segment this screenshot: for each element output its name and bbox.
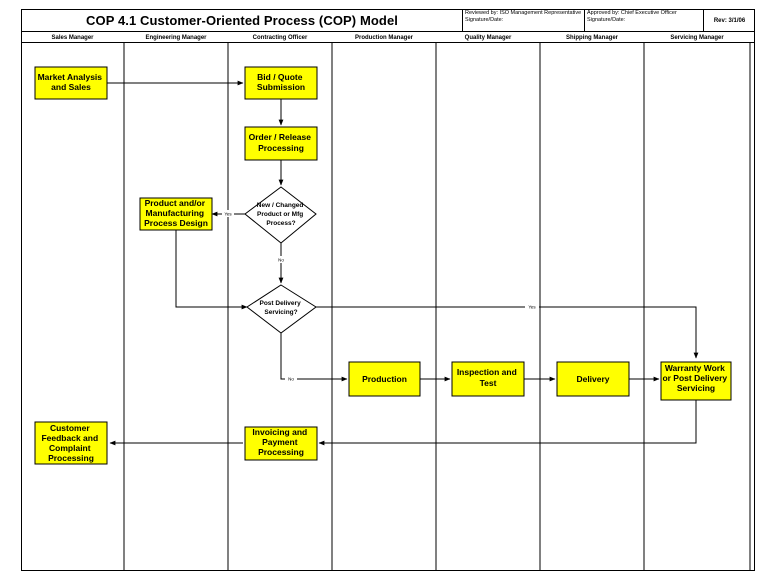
lane-header-row: [21, 32, 755, 43]
decision-new-changed: [244, 186, 317, 244]
box-warranty-text: Warranty Work or Post Delivery Servicing: [662, 363, 729, 393]
arrow-design-to-post-delivery: [175, 230, 248, 310]
decision-post-delivery: [246, 284, 317, 334]
box-line: Test: [480, 378, 497, 388]
box-line: Processing: [48, 453, 94, 463]
edge-label-bg: [285, 375, 297, 382]
box-market-analysis: [34, 66, 108, 100]
decision-line: Product or Mfg: [257, 211, 303, 218]
lane-header-servicing-manager: Servicing Manager: [670, 34, 724, 41]
box-line: Bid / Quote: [257, 72, 303, 82]
lane-header-contracting-officer: Contracting Officer: [252, 34, 308, 41]
box-inspection-text: Inspection and Test: [457, 367, 519, 388]
box-line: Servicing: [677, 383, 715, 393]
decision-line: Servicing?: [264, 309, 297, 316]
box-line: Market Analysis: [38, 72, 103, 82]
lane-header-quality-manager: Quality Manager: [464, 34, 512, 41]
arrow-warranty-to-invoicing: [318, 400, 697, 446]
box-inspection: [451, 361, 525, 397]
revision-cell: Rev: 3/1/06: [703, 9, 755, 32]
box-order-release-text: Order / Release Processing: [249, 132, 314, 153]
lane-header-sales-manager: Sales Manager: [51, 34, 94, 41]
decision-new-changed-text: New / Changed Product or Mfg Process?: [257, 202, 305, 227]
edge-label-bg: [222, 210, 234, 217]
edge-label-no-post: No: [278, 258, 284, 263]
box-line: Manufacturing: [146, 208, 205, 218]
box-delivery: [556, 361, 630, 397]
approved-signature-text: Signature/Date:: [587, 16, 626, 23]
decision-line: Process?: [266, 220, 295, 227]
arrow-post-delivery-yes-to-warranty: [316, 306, 699, 359]
arrow-post-delivery-no-to-production: [280, 333, 348, 382]
box-line: Delivery: [576, 374, 609, 384]
box-line: Invoicing and: [252, 427, 307, 437]
box-line: Warranty Work: [665, 363, 725, 373]
edge-label-bg: [275, 256, 287, 263]
document-frame: [21, 9, 755, 571]
reviewed-by-cell: Reviewed by: ISO Management Representati…: [462, 9, 584, 32]
reviewed-signature-text: Signature/Date:: [465, 16, 504, 23]
edge-label-no-production: No: [288, 377, 294, 382]
box-line: Production: [362, 374, 407, 384]
lane-header-production-manager: Production Manager: [354, 34, 413, 41]
box-line: Process Design: [144, 218, 208, 228]
connectors: [107, 80, 699, 446]
box-line: Inspection and: [457, 367, 517, 377]
box-production-text: Production: [362, 374, 407, 384]
box-customer-feedback-text: Customer Feedback and Complaint Processi…: [41, 423, 100, 463]
reviewed-by-text: Reviewed by: ISO Management Representati…: [465, 10, 582, 16]
header-row: [21, 9, 755, 32]
decision-post-delivery-text: Post Delivery Servicing?: [260, 300, 303, 316]
edge-label-yes-design: Yes: [224, 212, 232, 217]
box-order-release: [244, 126, 318, 161]
box-bid-quote: [244, 66, 318, 100]
box-warranty: [660, 361, 732, 401]
approved-by-text: Approved by: Chief Executive Officer: [587, 10, 677, 16]
edge-label-yes-warranty: Yes: [528, 305, 536, 310]
edge-label-bg: [525, 303, 539, 310]
box-line: Feedback and: [41, 433, 98, 443]
box-line: or Post Delivery: [662, 373, 727, 383]
lane-header-engineering-manager: Engineering Manager: [145, 34, 207, 41]
decision-line: Post Delivery: [260, 300, 302, 307]
box-invoicing-text: Invoicing and Payment Processing: [252, 427, 309, 457]
box-delivery-text: Delivery: [576, 374, 609, 384]
box-line: Processing: [258, 143, 304, 153]
box-line: Order / Release: [249, 132, 312, 142]
lane-header-shipping-manager: Shipping Manager: [565, 34, 618, 41]
page-title: COP 4.1 Customer-Oriented Process (COP) …: [86, 13, 398, 28]
approved-by-cell: Approved by: Chief Executive Officer Sig…: [584, 9, 703, 32]
box-market-analysis-text: Market Analysis and Sales: [38, 72, 105, 92]
box-line: Product and/or: [145, 198, 206, 208]
box-invoicing: [244, 426, 318, 461]
box-customer-feedback: [34, 421, 108, 465]
box-product-design-text: Product and/or Manufacturing Process Des…: [144, 198, 208, 228]
box-line: Customer: [50, 423, 90, 433]
box-line: Processing: [258, 447, 304, 457]
box-line: Payment: [262, 437, 298, 447]
decision-line: New / Changed: [257, 202, 304, 209]
box-line: Submission: [257, 82, 305, 92]
box-line: and Sales: [51, 82, 91, 92]
box-line: Complaint: [49, 443, 91, 453]
box-bid-quote-text: Bid / Quote Submission: [257, 72, 305, 92]
box-product-design: [139, 197, 213, 231]
box-production: [348, 361, 421, 397]
